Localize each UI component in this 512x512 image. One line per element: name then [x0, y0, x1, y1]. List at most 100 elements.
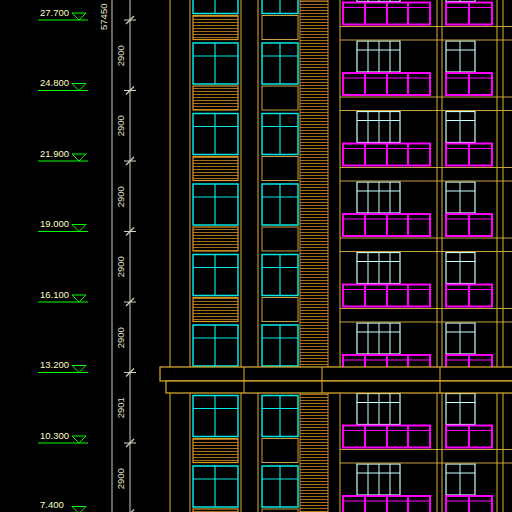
cornice — [160, 367, 512, 381]
level-elevation: 24.800 — [40, 78, 69, 88]
railing-rail — [446, 78, 492, 79]
window-mullion — [368, 41, 369, 72]
level-symbol — [72, 295, 86, 302]
floor-line — [340, 167, 512, 168]
facade-line — [503, 0, 504, 512]
level-elevation: 13.200 — [40, 360, 69, 370]
panel — [193, 509, 238, 512]
railing-rail — [446, 148, 492, 149]
window-mullion — [214, 43, 215, 84]
railing-post — [407, 144, 409, 166]
facade-line — [258, 0, 259, 512]
window-transom — [446, 332, 475, 333]
window-mullion — [460, 323, 461, 354]
window-mullion — [368, 253, 369, 284]
railing-post — [386, 426, 388, 448]
railing — [343, 73, 430, 95]
window-transom — [262, 196, 298, 197]
level-symbol — [72, 84, 86, 91]
window — [357, 323, 400, 354]
floor-line — [340, 322, 512, 323]
level-symbol — [72, 436, 86, 443]
window-mullion — [390, 0, 391, 2]
window-mullion — [279, 466, 280, 507]
window-mullion — [368, 182, 369, 213]
panel — [193, 298, 238, 322]
window-transom — [193, 337, 238, 338]
window-mullion — [460, 41, 461, 72]
dimension-text: 2900 — [116, 327, 126, 348]
railing-post — [386, 285, 388, 307]
facade-line — [170, 0, 171, 512]
extension-line — [124, 90, 136, 91]
extension-line — [124, 443, 136, 444]
window — [357, 182, 400, 213]
window-mullion — [368, 112, 369, 143]
window-mullion — [379, 253, 380, 284]
panel — [262, 16, 298, 40]
railing-post — [386, 3, 388, 25]
level-line — [38, 20, 88, 21]
extension-line — [124, 161, 136, 162]
floor-line — [340, 251, 512, 252]
window-mullion — [279, 255, 280, 296]
panel — [262, 86, 298, 110]
window-transom — [446, 120, 475, 121]
dimension-tick — [126, 510, 134, 512]
window-mullion — [460, 464, 461, 495]
window-mullion — [379, 394, 380, 425]
extension-line — [124, 20, 136, 21]
level-line — [38, 302, 88, 303]
railing-rail — [446, 219, 492, 220]
level-elevation: 19.000 — [40, 219, 69, 229]
dimension-text: 57450 — [99, 4, 109, 30]
window — [262, 184, 298, 225]
railing-post — [364, 73, 366, 95]
window-transom — [357, 402, 400, 403]
window — [446, 0, 475, 2]
railing-post — [407, 426, 409, 448]
window-transom — [357, 191, 400, 192]
railing-rail — [446, 430, 492, 431]
railing-post — [468, 496, 470, 512]
railing-post — [468, 214, 470, 236]
railing — [446, 144, 492, 166]
railing — [343, 144, 430, 166]
window-transom — [262, 267, 298, 268]
floor-line — [340, 449, 512, 450]
level-symbol — [72, 225, 86, 232]
level-elevation: 16.100 — [40, 290, 69, 300]
window — [446, 464, 475, 495]
railing-rail — [343, 219, 430, 220]
level-symbol — [72, 507, 86, 512]
window — [193, 325, 238, 366]
facade-line — [190, 0, 191, 512]
panel — [262, 157, 298, 181]
dimension-text: 2900 — [116, 256, 126, 277]
window-mullion — [379, 464, 380, 495]
window-transom — [446, 402, 475, 403]
railing-rail — [343, 7, 430, 8]
window — [193, 396, 238, 437]
window-transom — [262, 126, 298, 127]
railing-rail — [343, 78, 430, 79]
railing-rail — [343, 360, 430, 361]
window-mullion — [390, 253, 391, 284]
window-transom — [262, 408, 298, 409]
window-mullion — [214, 466, 215, 507]
railing-post — [407, 214, 409, 236]
panel — [193, 227, 238, 251]
railing-post — [364, 3, 366, 25]
railing-post — [468, 285, 470, 307]
level-elevation: 21.900 — [40, 149, 69, 159]
window-mullion — [460, 182, 461, 213]
window-mullion — [279, 396, 280, 437]
window — [446, 182, 475, 213]
window-mullion — [460, 0, 461, 2]
window-mullion — [279, 43, 280, 84]
dimension-text: 2900 — [116, 45, 126, 66]
window-transom — [262, 337, 298, 338]
window-transom — [357, 261, 400, 262]
window-mullion — [368, 323, 369, 354]
